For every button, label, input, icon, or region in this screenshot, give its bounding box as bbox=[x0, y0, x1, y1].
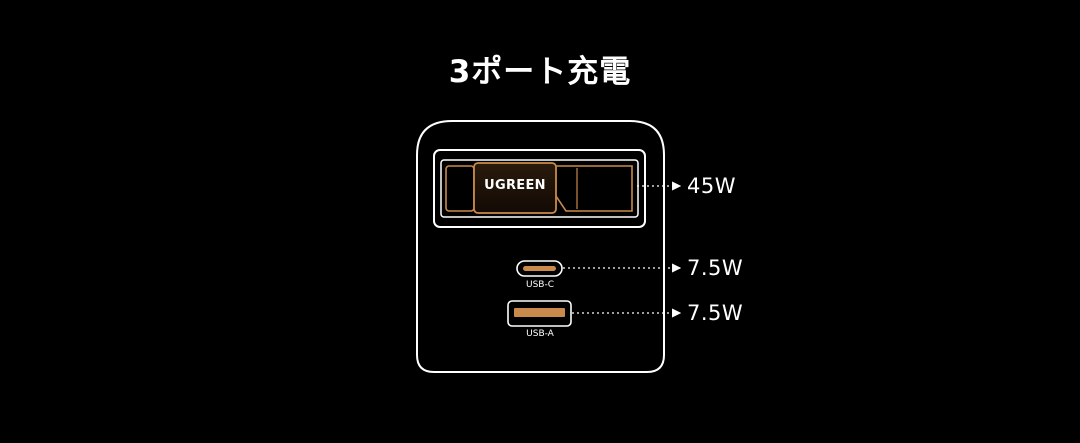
cable-right-connector bbox=[549, 165, 633, 212]
usb-c-port bbox=[516, 260, 563, 277]
brand-logo: UGREEN bbox=[484, 178, 546, 193]
cable-left-end bbox=[445, 165, 475, 212]
usb-a-label: USB-A bbox=[526, 329, 554, 339]
cable-slot-outer bbox=[433, 149, 646, 228]
usb-c-label: USB-C bbox=[525, 280, 554, 290]
cable-slot-inner bbox=[440, 159, 639, 218]
output-usb-c-watt: 7.5W bbox=[687, 256, 744, 280]
usb-a-port bbox=[507, 300, 572, 327]
charger-body bbox=[416, 120, 665, 373]
output-cable-watt: 45W bbox=[687, 174, 736, 198]
page-title: 3ポート充電 bbox=[448, 54, 632, 90]
cable-plug-head bbox=[473, 162, 557, 214]
output-usb-a-watt: 7.5W bbox=[687, 301, 744, 325]
